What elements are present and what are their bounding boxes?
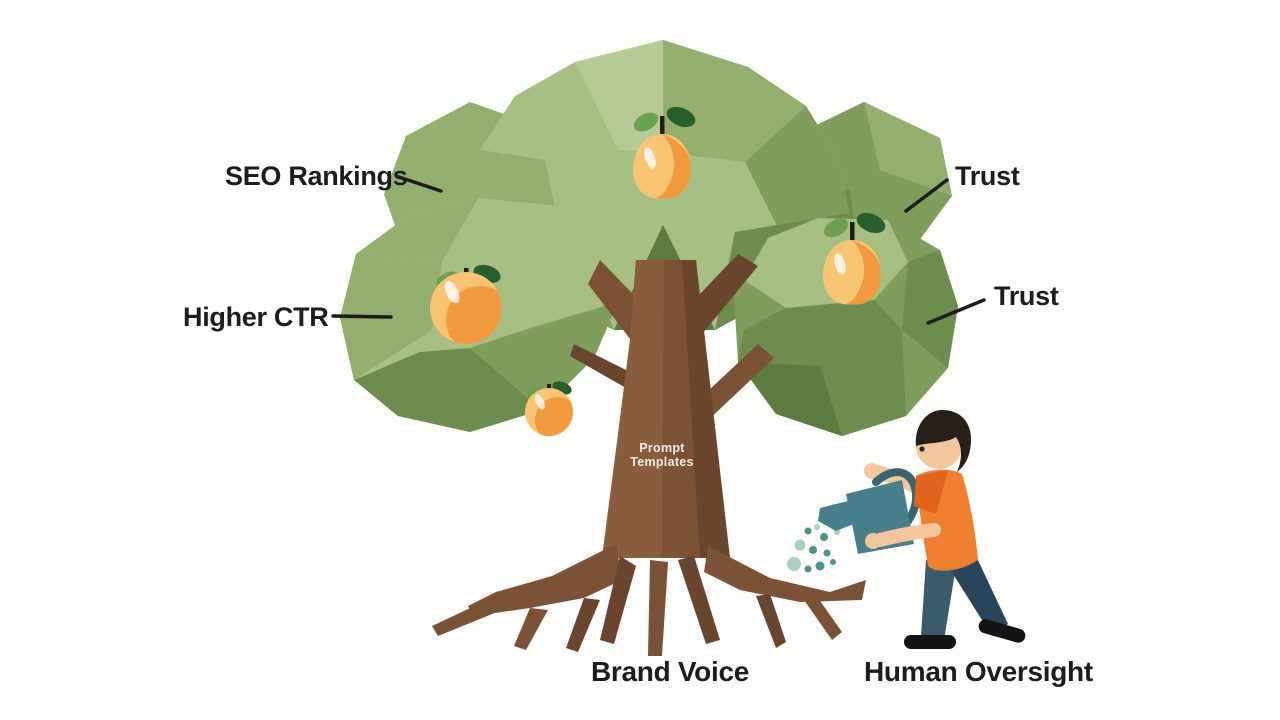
person-leg [921, 560, 956, 640]
tree-canopy-icon [340, 40, 958, 436]
tree-fruits [430, 106, 889, 436]
fruit-icon [525, 381, 573, 436]
person-hand [865, 533, 881, 549]
person-lower-arm [873, 523, 941, 547]
trunk-label-line2: Templates [630, 455, 694, 469]
fruit-icon [633, 106, 696, 199]
label-seo-rankings: SEO Rankings [225, 161, 408, 191]
person-leg [948, 556, 1008, 636]
pointer-lines [331, 175, 986, 325]
label-human-oversight: Human Oversight [864, 656, 1093, 687]
person-hair [915, 410, 972, 472]
person-shoe [904, 635, 956, 649]
person-eye [919, 446, 925, 452]
trust-right-pointer-line [926, 298, 986, 325]
label-trunk-prompt-templates: Prompt Templates [612, 441, 712, 469]
person-sleeve [914, 470, 948, 514]
tree-roots-icon [432, 544, 866, 656]
water-droplets-icon [787, 504, 840, 573]
trunk-label-line1: Prompt [639, 441, 685, 455]
person-icon [818, 410, 1026, 649]
branch-left-twig [570, 344, 630, 388]
tree-trunk-icon [432, 254, 866, 656]
label-higher-ctr: Higher CTR [183, 302, 329, 332]
seo-rankings-pointer-line [397, 175, 443, 193]
person-hand [864, 463, 880, 479]
canopy-cluster-right [734, 218, 958, 436]
label-brand-voice: Brand Voice [591, 656, 750, 687]
label-trust-top: Trust [955, 161, 1020, 191]
label-trust-right: Trust [994, 281, 1059, 311]
trust-top-pointer-line [904, 178, 949, 213]
person-shoe [978, 619, 1026, 643]
higher-ctr-pointer-line [331, 314, 393, 319]
